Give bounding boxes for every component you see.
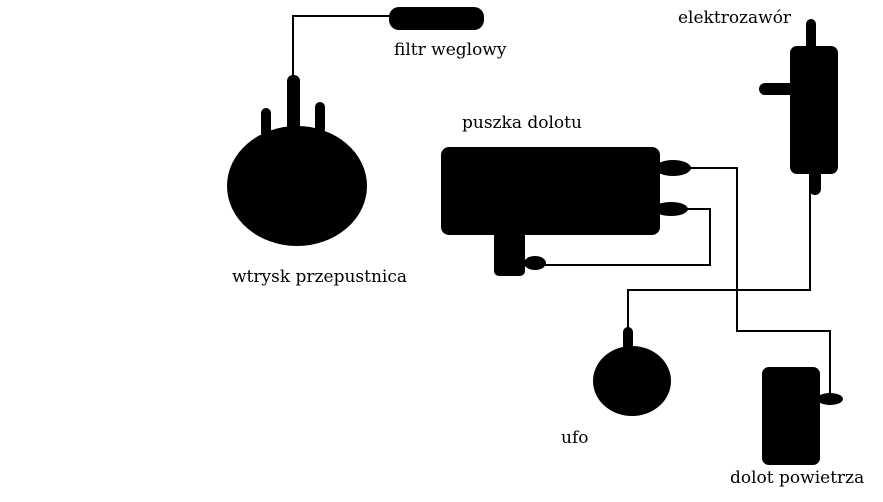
intake-box-part: [441, 147, 691, 276]
intake-box-body: [441, 147, 660, 235]
throttle-left-nozzle: [261, 108, 271, 138]
air-intake-part: [762, 367, 843, 465]
valve-top-nozzle: [806, 19, 816, 54]
label-solenoid-valve: elektrozawór: [678, 8, 792, 28]
throttle-injection-part: [227, 75, 367, 246]
label-air-intake: dolot powietrza: [730, 468, 865, 488]
air-intake-nipple: [817, 393, 843, 405]
valve-side-nozzle: [759, 83, 797, 95]
valve-body: [790, 46, 838, 174]
ufo-part: [593, 327, 671, 416]
throttle-center-nozzle: [287, 75, 300, 135]
hose-filter-to-throttle: [292, 15, 390, 85]
throttle-right-nozzle: [315, 102, 325, 134]
intake-box-bottom-nipple: [524, 256, 546, 270]
label-throttle-injection: wtrysk przepustnica: [232, 267, 407, 287]
label-ufo: ufo: [561, 428, 589, 448]
throttle-body: [227, 126, 367, 246]
intake-box-upper-nipple: [655, 160, 691, 176]
hose-box-loop: [535, 208, 711, 266]
intake-box-lower-nipple: [654, 202, 688, 216]
label-intake-box: puszka dolotu: [462, 113, 582, 133]
intake-box-bottom-port: [494, 228, 525, 276]
label-charcoal-filter: filtr weglowy: [394, 40, 507, 60]
charcoal-filter-part: [389, 7, 484, 30]
air-intake-body: [762, 367, 820, 465]
solenoid-valve-part: [759, 19, 838, 195]
ufo-body: [593, 346, 671, 416]
hose-box-top-to-air-intake: [688, 167, 831, 399]
